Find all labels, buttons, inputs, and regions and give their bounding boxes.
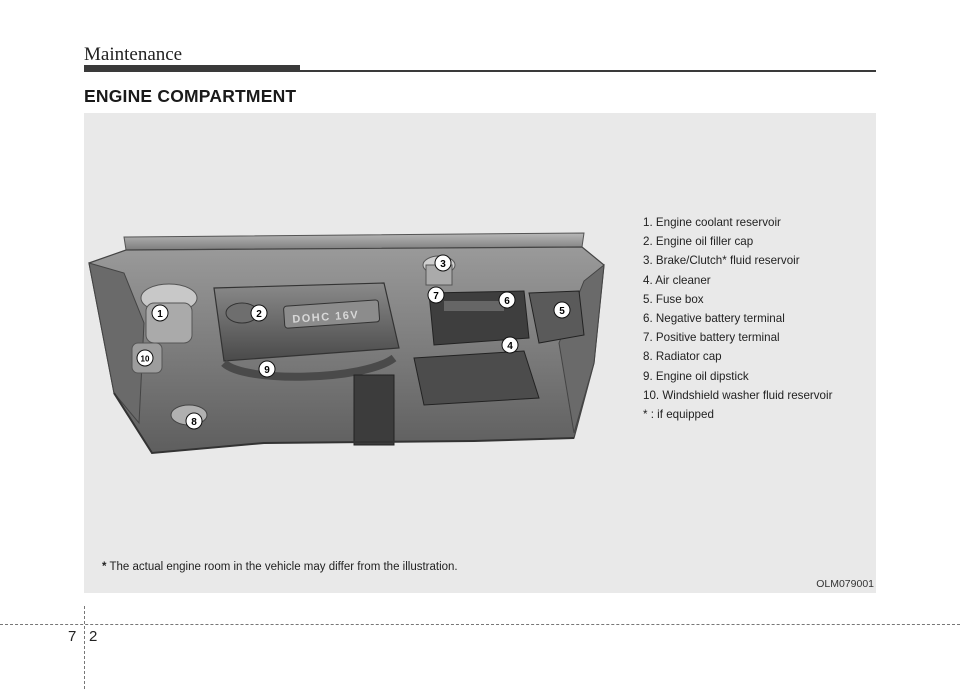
- callout-2: 2: [250, 304, 268, 322]
- legend-item: 8. Radiator cap: [643, 350, 722, 364]
- callout-6: 6: [498, 291, 516, 309]
- svg-text:8: 8: [191, 417, 197, 428]
- legend-item: 4. Air cleaner: [643, 273, 711, 287]
- header-bar: [84, 65, 300, 72]
- component-legend: 1. Engine coolant reservoir 2. Engine oi…: [643, 213, 832, 424]
- figure-code: OLM079001: [816, 578, 874, 590]
- legend-item: 3. Brake/Clutch* fluid reservoir: [643, 254, 800, 268]
- callout-7: 7: [427, 286, 445, 304]
- svg-text:5: 5: [559, 306, 565, 317]
- callout-5: 5: [553, 301, 571, 319]
- engine-compartment-illustration: DOHC 16V 1 2 3 4 5 6 7 8 9 10: [88, 232, 605, 455]
- legend-item: 9. Engine oil dipstick: [643, 369, 749, 383]
- header-rule: [300, 70, 876, 72]
- svg-text:2: 2: [256, 309, 262, 320]
- callout-8: 8: [185, 412, 203, 430]
- section-title: ENGINE COMPARTMENT: [84, 86, 297, 106]
- legend-item: 5. Fuse box: [643, 292, 704, 306]
- callout-1: 1: [151, 304, 169, 322]
- svg-text:10: 10: [141, 355, 150, 364]
- engine-label: DOHC 16V: [292, 309, 360, 326]
- fuse-box: [528, 290, 585, 344]
- note-asterisk: *: [102, 561, 107, 573]
- legend-item: 2. Engine oil filler cap: [643, 235, 754, 249]
- svg-text:6: 6: [504, 296, 510, 307]
- svg-text:7: 7: [433, 291, 439, 302]
- note-text: The actual engine room in the vehicle ma…: [106, 561, 458, 573]
- chapter-number: 7: [68, 628, 77, 645]
- page-number: 2: [89, 628, 98, 645]
- svg-text:1: 1: [157, 309, 163, 320]
- svg-text:9: 9: [264, 365, 270, 376]
- legend-item: 10. Windshield washer fluid reservoir: [643, 388, 833, 402]
- legend-item: 1. Engine coolant reservoir: [643, 216, 781, 229]
- chapter-title: Maintenance: [84, 44, 183, 65]
- svg-text:4: 4: [507, 341, 513, 352]
- callout-9: 9: [258, 360, 276, 378]
- air-cleaner: [413, 350, 540, 406]
- svg-text:3: 3: [440, 259, 446, 270]
- callout-3: 3: [434, 254, 452, 272]
- illustration-note: * The actual engine room in the vehicle …: [102, 561, 458, 573]
- legend-footnote: * : if equipped: [643, 408, 714, 422]
- callout-10: 10: [136, 349, 154, 367]
- footer-rule: [0, 624, 960, 625]
- callout-4: 4: [501, 336, 519, 354]
- legend-item: 7. Positive battery terminal: [643, 331, 780, 345]
- legend-item: 6. Negative battery terminal: [643, 312, 785, 326]
- footer-divider: [84, 606, 85, 689]
